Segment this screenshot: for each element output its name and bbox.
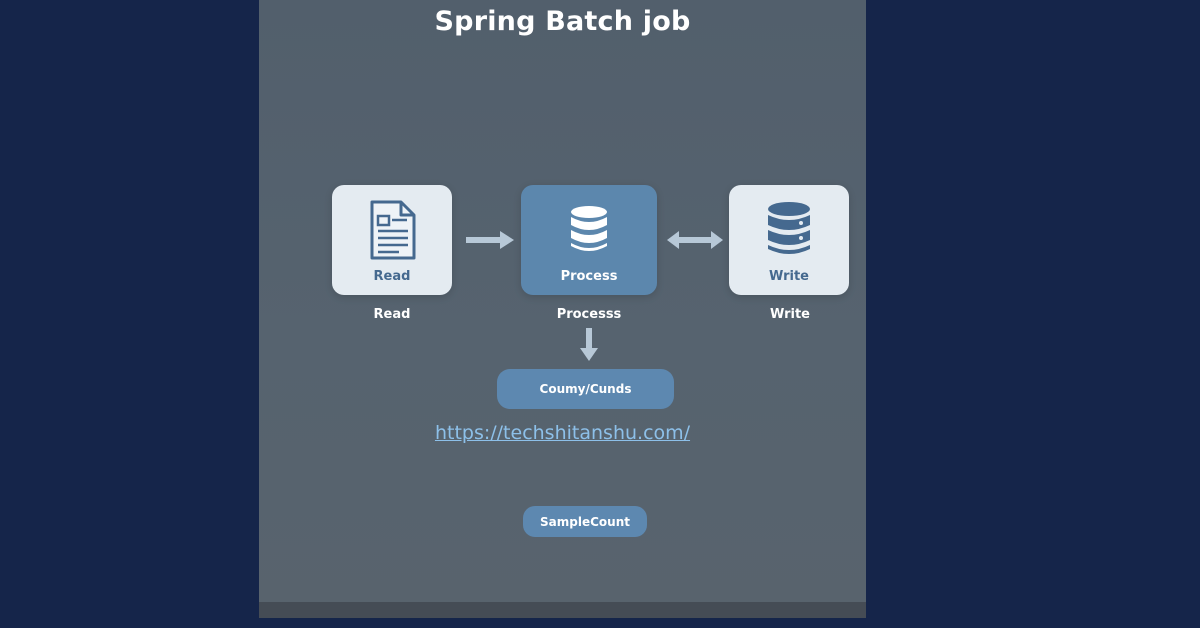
arrow-read-to-process [466, 231, 514, 249]
write-box-label: Write [768, 269, 809, 284]
database-icon [768, 202, 810, 254]
process-caption: Processs [556, 307, 622, 322]
write-caption: Write [769, 307, 810, 322]
process-box-label: Process [560, 269, 618, 284]
read-box-label: Read [373, 269, 411, 284]
diagram-title: Spring Batch job [434, 6, 691, 37]
arrow-process-write [667, 231, 723, 249]
site-link[interactable]: https://techshitanshu.com/ [434, 422, 691, 444]
arrow-process-down [580, 328, 598, 361]
read-node: Read [332, 185, 452, 295]
panel-bottom-bar [259, 602, 866, 618]
count-pill: Coumy/Cunds [497, 369, 674, 409]
database-icon [571, 206, 607, 251]
write-node: Write [729, 185, 849, 295]
diagram-panel: Spring Batch job Read Read Process Proce… [259, 0, 866, 618]
sample-count-pill: SampleCount [523, 506, 647, 537]
document-icon [370, 200, 416, 260]
read-caption: Read [373, 307, 411, 322]
process-node: Process [521, 185, 657, 295]
